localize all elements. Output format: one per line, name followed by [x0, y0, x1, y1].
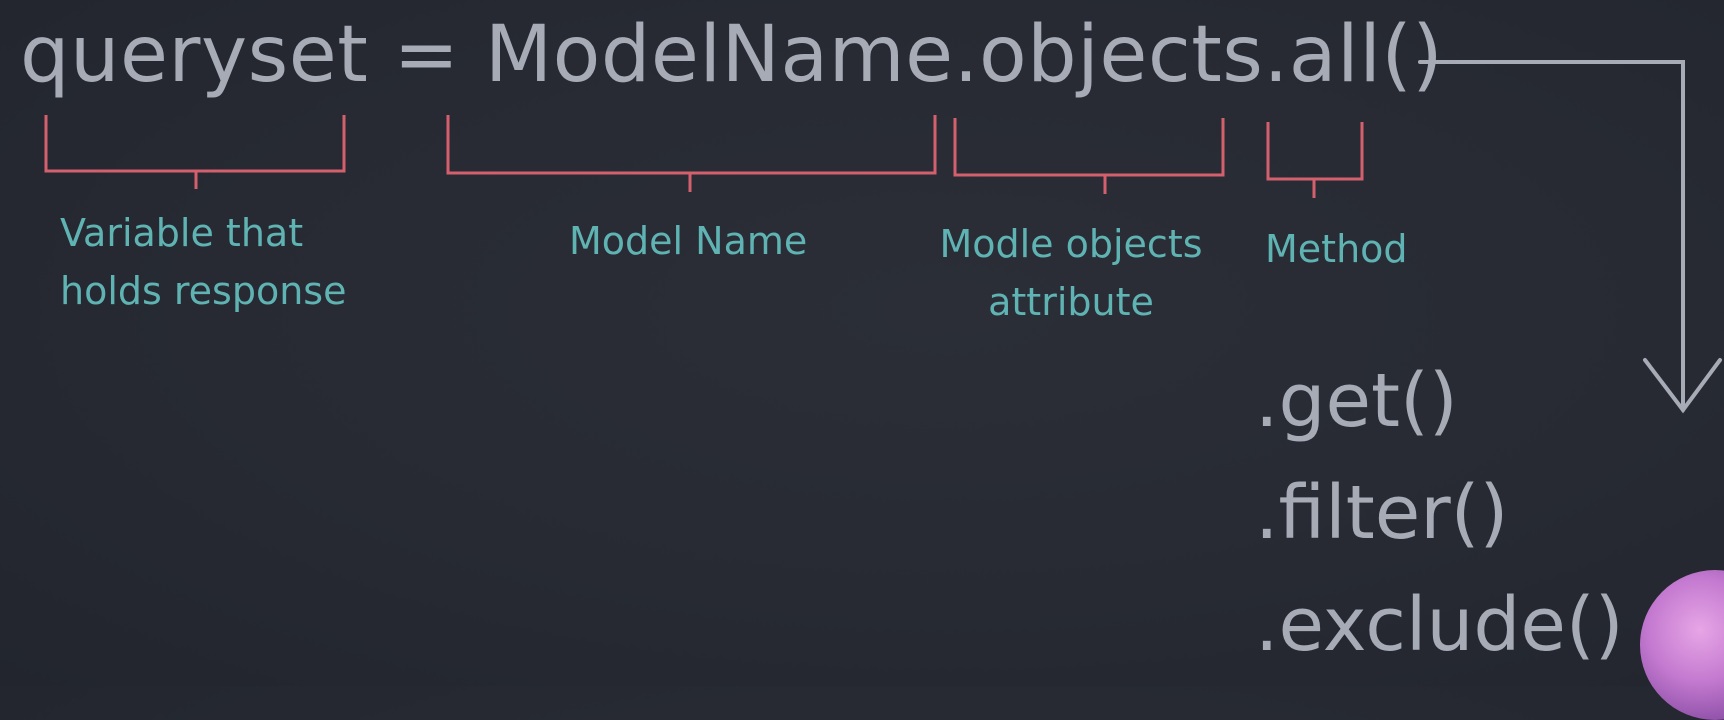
model-token: ModelName: [484, 10, 954, 100]
dot-token: .: [953, 10, 979, 100]
method-get: .get(): [1255, 358, 1458, 444]
attribute-label: Modle objects attribute: [935, 215, 1207, 331]
equals-token: =: [368, 10, 485, 100]
attribute-label-line2: attribute: [988, 280, 1154, 324]
method-token: all(): [1288, 10, 1444, 100]
attribute-brace: [953, 118, 1225, 194]
model-brace: [446, 115, 937, 192]
model-label-text: Model Name: [569, 219, 808, 263]
method-label-text: Method: [1265, 227, 1408, 271]
method-filter: .filter(): [1255, 470, 1509, 556]
arrow-line: [1418, 60, 1685, 412]
model-label: Model Name: [569, 212, 807, 270]
code-line: queryset = ModelName.objects.all(): [20, 0, 1443, 110]
variable-token: queryset: [20, 10, 369, 100]
alternative-methods-list: .get() .filter() .exclude(): [1255, 345, 1624, 681]
method-label: Method: [1265, 220, 1408, 278]
dot-token: .: [1263, 10, 1289, 100]
method-exclude: .exclude(): [1255, 582, 1624, 668]
method-brace: [1266, 122, 1364, 198]
variable-label-line1: Variable that: [60, 211, 304, 255]
variable-brace: [44, 115, 346, 189]
arrow-head: [1643, 358, 1722, 414]
variable-label: Variable that holds response: [60, 204, 346, 320]
variable-label-line2: holds response: [60, 269, 347, 313]
attribute-label-line1: Modle objects: [939, 222, 1203, 266]
attribute-token: objects: [978, 10, 1264, 100]
annotation-overlay: [44, 60, 1722, 414]
